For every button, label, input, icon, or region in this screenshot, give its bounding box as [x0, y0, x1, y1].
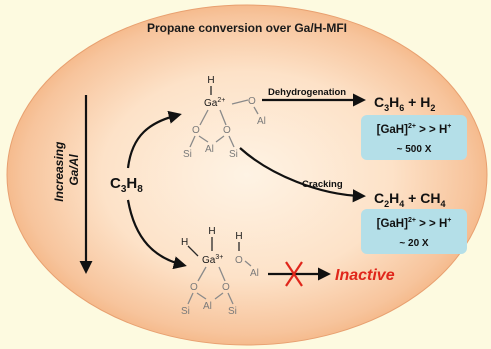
top-species-o-right: O [248, 96, 256, 107]
dehydrogenation-product: C3H6 + H2 [374, 94, 435, 113]
background-ellipse [6, 4, 488, 346]
dehydrogenation-box-line2: ~ 500 X [397, 144, 432, 155]
diagram-title: Propane conversion over Ga/H-MFI [147, 21, 347, 35]
top-species-al-right: Al [257, 116, 266, 127]
top-species-al-mid: Al [205, 144, 214, 155]
dehydrogenation-label: Dehydrogenation [268, 87, 346, 98]
top-species-h: H [207, 75, 214, 86]
bottom-species-h-left: H [181, 237, 188, 248]
cracking-arrow [239, 147, 366, 203]
increasing-label-line2: Ga/Al [67, 154, 81, 186]
cracking-label: Cracking [302, 179, 343, 190]
top-species-si-right: Si [229, 149, 238, 160]
bottom-species-o-right: O [235, 255, 243, 266]
cracking-product: C2H4 + CH4 [374, 190, 445, 209]
bottom-species-al-right: Al [250, 268, 259, 279]
bottom-species-al-mid: Al [203, 301, 212, 312]
top-species-si-left: Si [183, 149, 192, 160]
inactive-label: Inactive [335, 267, 395, 284]
bottom-species-structure: H H Ga3+ O O Si Al Si H O Al [181, 226, 259, 317]
dehydrogenation-box-line1: [GaH]2+ > > H+ [377, 123, 452, 136]
dehydrogenation-selectivity-box [361, 115, 467, 160]
top-species-o-mid: O [223, 125, 231, 136]
bottom-species-h-top: H [208, 226, 215, 237]
increasing-label-line1: Increasing [52, 141, 66, 202]
cross-mark-icon [285, 261, 303, 287]
bottom-species-h-right: H [235, 231, 242, 242]
cracking-selectivity-box [361, 209, 467, 254]
increasing-label: Increasing Ga/Al [52, 138, 81, 201]
bottom-species-ga: Ga3+ [202, 254, 223, 266]
top-species-ga: Ga2+ [204, 97, 225, 109]
bottom-species-o-left: O [190, 282, 198, 293]
cracking-box-line2: ~ 20 X [399, 238, 429, 249]
reactant-formula: C3H8 [110, 175, 143, 195]
top-species-o-left: O [192, 125, 200, 136]
cracking-box-line1: [GaH]2+ > > H+ [377, 217, 452, 230]
bottom-species-si-left: Si [181, 306, 190, 317]
arrow-to-top-species [126, 110, 182, 169]
bottom-species-si-right: Si [228, 306, 237, 317]
bottom-species-o-mid: O [222, 282, 230, 293]
top-species-structure: H Ga2+ O Al O O Si Al Si [183, 75, 266, 160]
arrow-to-bottom-species [126, 199, 187, 270]
